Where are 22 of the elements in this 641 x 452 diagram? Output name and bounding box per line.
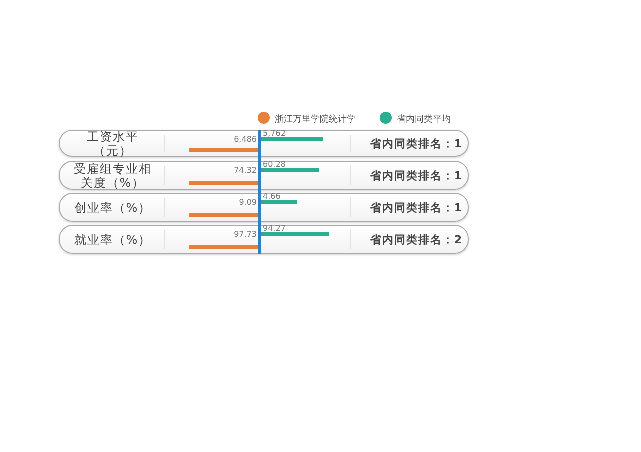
value-label: 5,762 <box>263 129 286 138</box>
row-card <box>59 193 469 222</box>
value-label: 9.09 <box>239 198 257 207</box>
rank-text: 省内同类排名：2 <box>370 232 463 247</box>
row-label: 工资水平（元） <box>86 130 140 158</box>
row-label: 就业率（%） <box>74 232 152 246</box>
legend-text: 浙江万里学院统计学 <box>275 114 356 126</box>
row-card <box>59 130 469 157</box>
rank-text: 省内同类排名：1 <box>370 200 463 215</box>
legend-text: 省内同类平均 <box>397 114 451 126</box>
value-label: 97.73 <box>234 230 257 239</box>
row-label: 创业率（%） <box>74 200 152 214</box>
rank-text: 省内同类排名：1 <box>370 168 463 183</box>
value-label: 60.28 <box>263 160 286 169</box>
value-label: 74.32 <box>234 166 257 175</box>
row-label: 受雇组专业相关度（%） <box>74 162 152 190</box>
value-label: 94.27 <box>263 224 286 233</box>
row-card <box>59 225 469 254</box>
value-label: 4.66 <box>263 192 281 201</box>
value-label: 6,486 <box>234 135 257 144</box>
row-card <box>59 161 469 190</box>
rank-text: 省内同类排名：1 <box>370 136 463 151</box>
